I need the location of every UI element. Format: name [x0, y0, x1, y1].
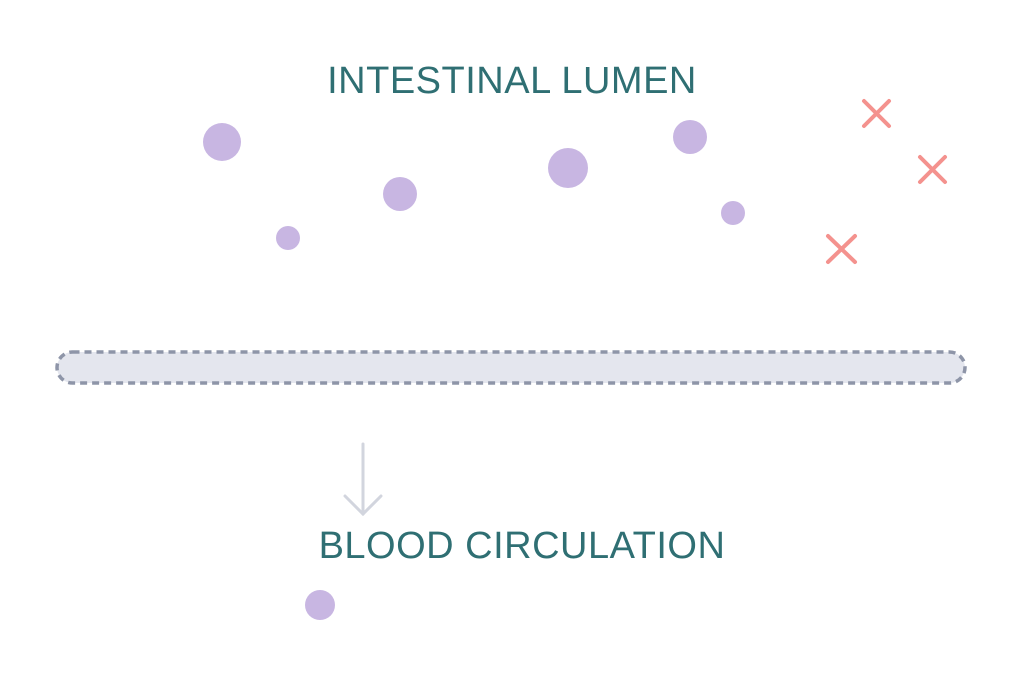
particle-circle-icon [203, 123, 241, 161]
blocked-particles [826, 99, 947, 264]
lumen-particles [203, 120, 745, 250]
intestinal-lumen-label: INTESTINAL LUMEN [327, 60, 697, 102]
blood-circulation-label: BLOOD CIRCULATION [318, 525, 726, 567]
particle-circle-icon [673, 120, 707, 154]
arrow-down-icon [343, 442, 383, 517]
particle-circle-icon [383, 177, 417, 211]
particle-circle-icon [276, 226, 300, 250]
absorbed-particle-circle-icon [305, 590, 335, 620]
particle-circle-icon [721, 201, 745, 225]
intestinal-barrier [55, 350, 967, 385]
blocked-cross-icon [862, 99, 891, 128]
blocked-cross-icon [826, 234, 857, 264]
blocked-cross-icon [918, 155, 947, 184]
particle-circle-icon [548, 148, 588, 188]
